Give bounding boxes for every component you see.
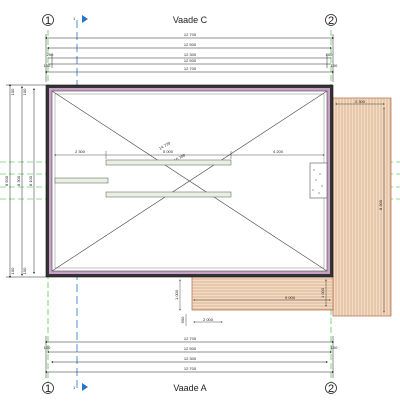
svg-text:100: 100 <box>44 63 51 68</box>
svg-text:14 770: 14 770 <box>158 140 172 151</box>
svg-text:200: 200 <box>47 52 54 57</box>
interior-dimension: 2 300 5 000 4 200 <box>54 149 325 159</box>
terrace-deck-bottom: 5 000 1 000 1 000 2 000 900 <box>174 275 334 326</box>
svg-text:100: 100 <box>10 267 15 274</box>
grid-axis-1-bottom: 1 <box>42 382 54 395</box>
svg-text:8 500: 8 500 <box>4 175 9 186</box>
svg-text:2 300: 2 300 <box>355 99 366 104</box>
svg-text:1: 1 <box>45 15 51 27</box>
dimensions-bottom <box>45 336 334 378</box>
grid-axis-1-top: 1 <box>42 14 54 27</box>
svg-text:2 300: 2 300 <box>75 149 86 154</box>
svg-text:1 000: 1 000 <box>320 287 325 298</box>
svg-text:200: 200 <box>326 52 333 57</box>
svg-text:12 500: 12 500 <box>184 346 197 351</box>
svg-text:5 000: 5 000 <box>163 149 174 154</box>
beam-upper <box>105 159 232 166</box>
svg-text:8 300: 8 300 <box>16 175 21 186</box>
svg-text:12 700: 12 700 <box>184 366 197 371</box>
svg-text:1 000: 1 000 <box>174 289 179 300</box>
dimensions-left <box>6 84 46 278</box>
svg-text:2 000: 2 000 <box>203 317 214 322</box>
svg-text:12 700: 12 700 <box>184 32 197 37</box>
svg-text:12 700: 12 700 <box>184 336 197 341</box>
dimensions-top <box>45 34 334 82</box>
svg-text:100: 100 <box>331 345 338 350</box>
svg-text:1: 1 <box>73 16 76 21</box>
dimension-labels-left: 8 500 8 300 8 100 100 100 100 100 <box>4 88 33 274</box>
svg-text:15 700: 15 700 <box>173 152 187 163</box>
svg-text:5 000: 5 000 <box>285 295 296 300</box>
svg-text:2: 2 <box>328 383 334 395</box>
view-title-top: Vaade C <box>173 15 208 25</box>
terrace-deck-right: 2 300 8 300 <box>332 97 392 317</box>
svg-text:12 700: 12 700 <box>184 66 197 71</box>
svg-text:1: 1 <box>73 385 76 390</box>
svg-text:100: 100 <box>44 345 51 350</box>
svg-text:4 200: 4 200 <box>273 149 284 154</box>
beam-lower <box>105 191 232 198</box>
svg-text:100: 100 <box>22 88 27 95</box>
beam-left <box>54 177 109 184</box>
chimney <box>309 162 328 199</box>
diagonal-cross: 14 770 15 700 <box>51 90 328 272</box>
svg-text:8 300: 8 300 <box>378 199 383 210</box>
svg-text:100: 100 <box>22 267 27 274</box>
svg-text:1: 1 <box>45 383 51 395</box>
svg-text:12 300: 12 300 <box>184 52 197 57</box>
svg-text:12 300: 12 300 <box>184 356 197 361</box>
dimension-labels-bottom: 12 700 100 12 500 100 12 300 12 700 <box>44 336 338 371</box>
svg-text:100: 100 <box>331 63 338 68</box>
grid-axis-2-top: 2 <box>325 14 337 27</box>
grid-axis-2-bottom: 2 <box>325 382 337 395</box>
svg-text:2: 2 <box>328 15 334 27</box>
svg-text:900: 900 <box>180 316 185 323</box>
dimension-labels-top: 12 700 12 500 200 12 300 200 100 12 500 … <box>44 32 338 71</box>
view-title-bottom: Vaade A <box>173 383 206 393</box>
svg-text:12 500: 12 500 <box>184 42 197 47</box>
svg-text:8 100: 8 100 <box>28 175 33 186</box>
svg-text:12 500: 12 500 <box>184 58 197 63</box>
svg-text:100: 100 <box>10 88 15 95</box>
